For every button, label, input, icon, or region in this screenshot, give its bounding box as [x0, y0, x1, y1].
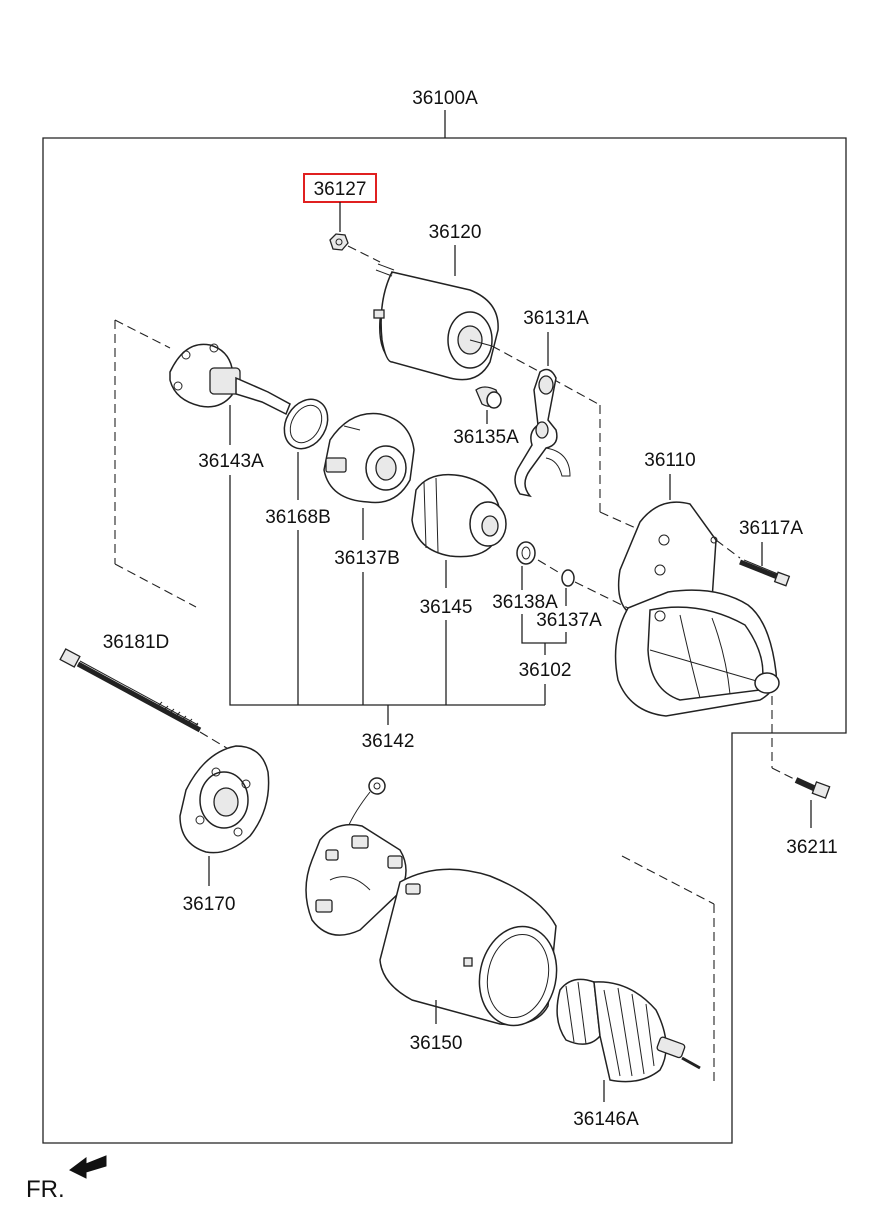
- label-36127[interactable]: 36127: [314, 179, 367, 200]
- label-36131A[interactable]: 36131A: [523, 308, 589, 329]
- part-nut-36127[interactable]: [329, 233, 349, 251]
- label-36145[interactable]: 36145: [420, 597, 473, 618]
- part-bolt-36117A[interactable]: [739, 559, 791, 587]
- part-bolt-36211[interactable]: [794, 777, 831, 799]
- label-36117A[interactable]: 36117A: [739, 518, 803, 539]
- direction-label: FR.: [26, 1176, 65, 1203]
- part-yoke-36150[interactable]: [379, 868, 566, 1033]
- label-36181D[interactable]: 36181D: [103, 632, 170, 653]
- label-36137A[interactable]: 36137A: [536, 610, 602, 631]
- part-shaft-36143A[interactable]: [169, 343, 291, 416]
- label-36135A[interactable]: 36135A: [453, 427, 519, 448]
- label-36211[interactable]: 36211: [786, 837, 837, 858]
- label-36150[interactable]: 36150: [410, 1033, 463, 1054]
- part-through-bolt-36181D[interactable]: [59, 648, 202, 733]
- part-housing-36110[interactable]: [614, 501, 780, 717]
- label-36137B[interactable]: 36137B: [334, 548, 400, 569]
- label-36110[interactable]: 36110: [644, 450, 695, 471]
- part-end-plate-36170[interactable]: [179, 745, 270, 854]
- bracket-36142: [229, 475, 545, 706]
- part-plunger-36135A[interactable]: [475, 386, 502, 409]
- part-armature-36146A[interactable]: [556, 978, 701, 1083]
- label-36146A[interactable]: 36146A: [573, 1109, 639, 1130]
- part-snap-ring-36137A[interactable]: [561, 569, 575, 587]
- label-36138A[interactable]: 36138A: [492, 592, 558, 613]
- bracket-36102: [521, 614, 567, 644]
- part-solenoid-36120[interactable]: [373, 263, 499, 381]
- label-36170[interactable]: 36170: [183, 894, 236, 915]
- part-washer-36168B[interactable]: [276, 391, 337, 456]
- label-assembly-36100A[interactable]: 36100A: [412, 88, 478, 109]
- part-lever-36131A[interactable]: [514, 368, 571, 498]
- part-collar-36138A[interactable]: [516, 541, 536, 565]
- assembly-frame: [42, 137, 847, 1144]
- brush-holder: [305, 777, 407, 936]
- label-36142[interactable]: 36142: [362, 731, 415, 752]
- label-36102[interactable]: 36102: [519, 660, 572, 681]
- front-arrow-icon: [69, 1155, 107, 1179]
- label-36120[interactable]: 36120: [429, 222, 482, 243]
- label-36168B[interactable]: 36168B: [265, 507, 331, 528]
- part-clutch-housing-36137B[interactable]: [323, 412, 415, 504]
- part-pinion-36145[interactable]: [411, 473, 507, 558]
- label-36143A[interactable]: 36143A: [198, 451, 264, 472]
